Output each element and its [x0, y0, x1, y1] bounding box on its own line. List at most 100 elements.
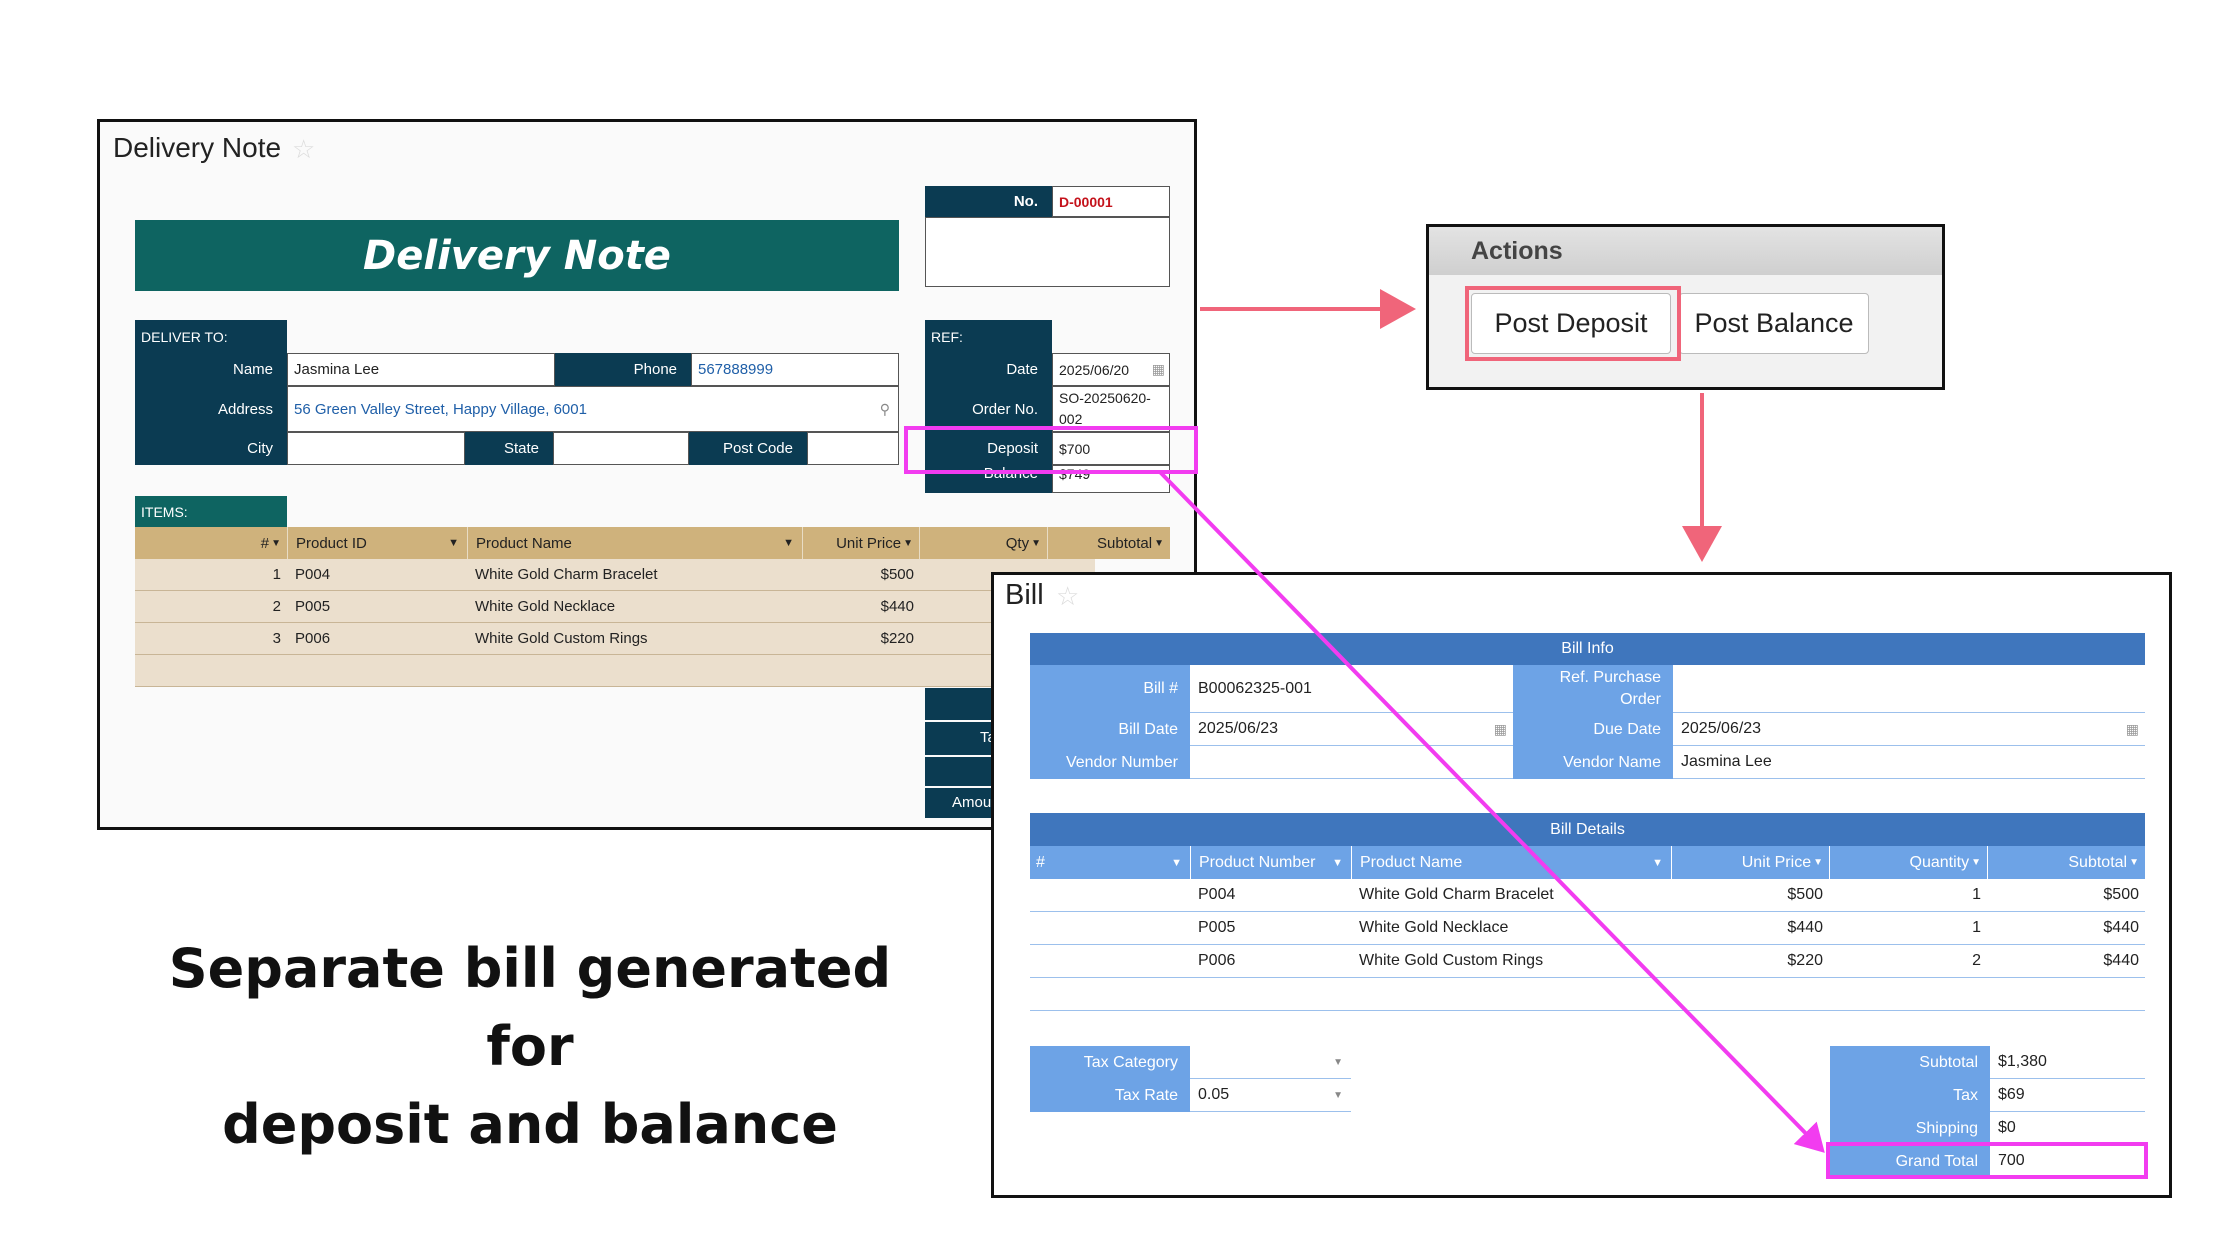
ref-po-label-line2: Order [1620, 691, 1661, 708]
table-row-empty[interactable] [1030, 978, 2145, 1011]
deposit-label: Deposit [925, 432, 1052, 465]
col-num-header[interactable]: #▼ [135, 527, 287, 559]
row-quantity: 1 [1972, 886, 1981, 903]
dropdown-arrow-icon[interactable]: ▼ [1333, 1089, 1343, 1101]
dropdown-arrow-icon[interactable]: ▼ [1171, 856, 1182, 869]
row-unit-price: $220 [1787, 952, 1823, 969]
favorite-star-icon[interactable]: ☆ [292, 134, 316, 164]
phone-field[interactable]: 567888999 [691, 353, 899, 386]
col-num-header[interactable]: #▼ [1030, 846, 1190, 879]
delivery-note-window-title: Delivery Note [113, 132, 282, 163]
shipping-label: Shipping [1830, 1112, 1990, 1145]
row-quantity: 1 [1972, 919, 1981, 936]
dropdown-arrow-icon[interactable]: ▼ [1332, 856, 1343, 869]
deposit-field[interactable]: $700 [1052, 432, 1170, 465]
no-notes-box[interactable] [925, 217, 1170, 287]
row-product-name: White Gold Charm Bracelet [475, 566, 658, 583]
col-product-name-label: Product Name [476, 534, 572, 552]
dropdown-arrow-icon[interactable]: ▼ [448, 537, 459, 549]
subtotal-field[interactable]: $1,380 [1990, 1046, 2145, 1079]
col-qty-header[interactable]: Qty▼ [919, 527, 1047, 559]
bill-details-header: Bill Details [1030, 813, 2145, 846]
row-product-number: P005 [1198, 919, 1236, 936]
bill-window: Bill ☆ Bill Info Bill # B00062325-001 Re… [991, 572, 2172, 1198]
calendar-icon[interactable]: ▦ [1493, 720, 1507, 737]
items-label: ITEMS: [135, 496, 287, 527]
sort-down-icon: ▼ [1971, 857, 1981, 868]
favorite-star-icon[interactable]: ☆ [1056, 581, 1080, 611]
grand-total-highlight [1826, 1142, 2148, 1179]
row-product-name: White Gold Necklace [1359, 919, 1509, 936]
row-product-id: P005 [295, 598, 331, 615]
sort-down-icon: ▼ [903, 537, 913, 549]
grand-total-field[interactable]: 700 [1990, 1145, 2145, 1178]
row-unit-price: $500 [880, 566, 914, 583]
amount-label-partial: Amou [952, 794, 992, 811]
bill-date-value: 2025/06/23 [1198, 720, 1279, 737]
col-quantity-header[interactable]: Quantity▼ [1829, 846, 1987, 879]
address-field[interactable]: 56 Green Valley Street, Happy Village, 6… [287, 386, 899, 432]
bill-info-header: Bill Info [1030, 633, 2145, 665]
col-unit-price-header[interactable]: Unit Price▼ [1671, 846, 1829, 879]
row-product-name: White Gold Necklace [475, 598, 616, 615]
table-row[interactable]: 2 P005 White Gold Necklace $440 [135, 591, 1095, 623]
table-row[interactable]: 1 P004 White Gold Charm Bracelet $500 [135, 559, 1095, 591]
dropdown-arrow-icon[interactable]: ▼ [1333, 1056, 1343, 1068]
tax-field[interactable]: $69 [1990, 1079, 2145, 1112]
post-deposit-highlight [1465, 286, 1681, 361]
col-subtotal-header[interactable]: Subtotal▼ [1987, 846, 2145, 879]
deliver-to-label: DELIVER TO: [135, 320, 287, 353]
ref-po-field[interactable] [1673, 665, 2145, 713]
calendar-icon[interactable]: ▦ [2125, 720, 2139, 737]
no-value[interactable]: D-00001 [1052, 186, 1170, 217]
dropdown-arrow-icon[interactable]: ▼ [783, 537, 794, 549]
address-value: 56 Green Valley Street, Happy Village, 6… [294, 400, 587, 418]
map-pin-icon[interactable]: ⚲ [879, 400, 890, 417]
dropdown-arrow-icon[interactable]: ▼ [1652, 856, 1663, 869]
col-quantity-label: Quantity [1909, 853, 1970, 871]
due-date-field[interactable]: 2025/06/23 ▦ [1673, 713, 2145, 746]
order-no-value-line1: SO-20250620- [1059, 390, 1151, 406]
col-product-name-label: Product Name [1360, 853, 1463, 871]
city-field[interactable] [287, 432, 465, 465]
table-row[interactable]: P005 White Gold Necklace $440 1 $440 [1030, 912, 2145, 945]
order-no-field[interactable]: SO-20250620- 002 [1052, 386, 1170, 432]
post-balance-button[interactable]: Post Balance [1679, 293, 1869, 354]
table-row[interactable]: 3 P006 White Gold Custom Rings $220 [135, 623, 1095, 655]
sort-down-icon: ▼ [1154, 537, 1164, 549]
delivery-note-banner: Delivery Note [135, 220, 899, 291]
col-product-id-header[interactable]: Product ID ▼ [287, 527, 467, 559]
col-subtotal-header[interactable]: Subtotal▼ [1047, 527, 1170, 559]
table-row-empty[interactable] [135, 655, 1095, 687]
postcode-field[interactable] [807, 432, 899, 465]
col-unit-price-header[interactable]: Unit Price▼ [802, 527, 919, 559]
date-label: Date [925, 353, 1052, 386]
arrow-deposit-to-grand-total [1158, 470, 1825, 1153]
date-field[interactable]: 2025/06/20 ▦ [1052, 353, 1170, 386]
col-product-number-header[interactable]: Product Number▼ [1190, 846, 1351, 879]
row-unit-price: $440 [880, 598, 914, 615]
vendor-number-field[interactable] [1190, 746, 1513, 779]
table-row[interactable]: P006 White Gold Custom Rings $220 2 $440 [1030, 945, 2145, 978]
bill-date-field[interactable]: 2025/06/23 ▦ [1190, 713, 1513, 746]
subtotal-label: Subtotal [1830, 1046, 1990, 1079]
col-subtotal-label: Subtotal [2068, 853, 2128, 871]
bill-no-field[interactable]: B00062325-001 [1190, 665, 1513, 713]
name-field[interactable]: Jasmina Lee [287, 353, 555, 386]
state-field[interactable] [553, 432, 689, 465]
vendor-number-label: Vendor Number [1030, 746, 1190, 779]
tax-rate-select[interactable]: 0.05▼ [1190, 1079, 1351, 1112]
no-label: No. [925, 186, 1052, 217]
vendor-name-field[interactable]: Jasmina Lee [1673, 746, 2145, 779]
post-deposit-button[interactable]: Post Deposit [1471, 293, 1671, 354]
row-product-id: P006 [295, 630, 331, 647]
tax-category-select[interactable]: ▼ [1190, 1046, 1351, 1079]
calendar-icon[interactable]: ▦ [1151, 361, 1165, 377]
bill-date-label: Bill Date [1030, 713, 1190, 746]
col-product-name-header[interactable]: Product Name ▼ [1351, 846, 1671, 879]
col-product-name-header[interactable]: Product Name ▼ [467, 527, 802, 559]
row-product-name: White Gold Charm Bracelet [1359, 886, 1554, 903]
col-subtotal-label: Subtotal [1097, 534, 1153, 552]
col-product-id-label: Product ID [296, 534, 367, 552]
